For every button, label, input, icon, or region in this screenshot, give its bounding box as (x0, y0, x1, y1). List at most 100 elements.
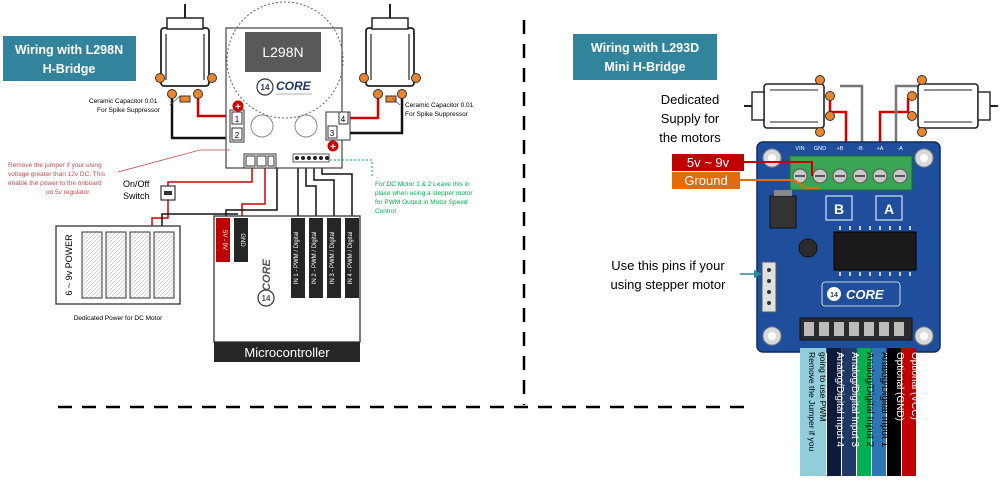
zoom-circle (226, 1, 344, 119)
svg-text:Dedicated: Dedicated (661, 92, 720, 107)
stepper-note: Use this pins if your using stepper moto… (611, 258, 727, 292)
svg-text:A: A (884, 201, 894, 217)
l293d-title-line1: Wiring with L293D (591, 41, 699, 55)
supply-note: Dedicated Supply for the motors (659, 92, 721, 145)
svg-text:the motors: the motors (659, 130, 721, 145)
svg-text:for PWM Output in Motor Speed: for PWM Output in Motor Speed (375, 199, 468, 206)
terminal-labels: VIN GND +B -B +A -A (795, 146, 903, 152)
svg-text:+B: +B (837, 146, 844, 152)
pin-label-strips: Optional (VCC) Optional (GND) Analog/Digit… (800, 348, 920, 476)
l298n-brand-logo: 14 CORE (256, 78, 312, 96)
pin-strip-label-3: Analog/Digital Input 1 (879, 352, 890, 448)
mcu-pin-in3: IN 3 - PWM / Digital (330, 232, 336, 285)
svg-text:VIN: VIN (795, 146, 804, 152)
svg-text:CORE: CORE (261, 258, 273, 290)
l293d-title-box: Wiring with L293D Mini H-Bridge (573, 34, 717, 80)
svg-text:voltage greater than 12v DC. T: voltage greater than 12v DC. This (8, 171, 106, 178)
svg-text:For Spike Suppressor: For Spike Suppressor (97, 107, 161, 114)
svg-text:CORE: CORE (846, 287, 884, 302)
svg-text:14: 14 (830, 292, 838, 299)
pin-strip-5 (842, 348, 856, 476)
capacitor-note-left: Ceramic Capacitor 0.01 For Spike Suppres… (89, 98, 161, 114)
svg-text:on 5v regulator: on 5v regulator (46, 189, 90, 196)
l298n-title-line1: Wiring with L298N (15, 43, 123, 57)
svg-text:+: + (235, 102, 241, 113)
l298n-chip-label: L298N (262, 44, 303, 60)
svg-text:B: B (834, 201, 844, 217)
svg-text:14: 14 (262, 294, 271, 303)
pwm-leader (330, 159, 373, 178)
battery-caption: Dedicated Power for DC Motor (74, 315, 163, 322)
mcu-pin-power: 5V - 9V (221, 230, 227, 250)
pwm-note: For DC Motor 1 & 2 Leave this in place w… (375, 181, 473, 215)
pin-strip-label-1: Optional (VCC) (909, 352, 920, 420)
jumper-leader (117, 149, 230, 173)
svg-text:Remove the jumper if your usin: Remove the jumper if your using (8, 162, 102, 169)
battery-pack: 6 ~ 9v POWER Dedicated Power for DC Moto… (55, 225, 181, 322)
pin-strip-3 (872, 348, 886, 476)
l298n-board: L298N 14 CORE 1 2 3 4 + + (225, 1, 351, 169)
svg-text:-B: -B (857, 146, 863, 152)
svg-text:Control: Control (375, 208, 397, 215)
mcu-pin-in2: IN 2 - PWM / Digital (312, 232, 318, 285)
svg-text:-A: -A (897, 146, 903, 152)
pin-strip-1 (902, 348, 916, 476)
svg-text:Ceramic Capacitor 0.01: Ceramic Capacitor 0.01 (89, 98, 158, 105)
svg-text:For Spike Suppressor: For Spike Suppressor (405, 111, 469, 118)
svg-text:Ceramic Capacitor 0.01: Ceramic Capacitor 0.01 (405, 102, 474, 109)
l298n-wires (151, 96, 404, 226)
svg-text:place when using a stepper mo: place when using a stepper motor (375, 190, 473, 197)
l293d-board: VIN GND +B -B +A -A B A (756, 141, 941, 353)
svg-text:5v ~ 9v: 5v ~ 9v (687, 155, 730, 170)
battery-label: 6 ~ 9v POWER (64, 234, 74, 296)
svg-text:For DC Motor 1 & 2 Leave this: For DC Motor 1 & 2 Leave this in (375, 181, 470, 188)
terminal-screws (792, 168, 908, 184)
switch-label-line2: Switch (123, 191, 150, 201)
svg-text:14: 14 (261, 83, 270, 92)
svg-text:Ground: Ground (684, 173, 727, 188)
terminal-3: 3 (330, 129, 335, 138)
svg-text:Use this pins if your: Use this pins if your (611, 258, 725, 273)
svg-text:Supply for: Supply for (661, 111, 720, 126)
l293d-motor-left (744, 75, 835, 137)
voltage-label: 5v ~ 9v (672, 154, 813, 176)
mcu-brand-logo: 14 CORE (257, 258, 275, 307)
pin-strip-label-7: going to use PWM (818, 352, 828, 421)
switch-label-line1: On/Off (123, 179, 150, 189)
svg-text:+: + (330, 142, 336, 153)
motor-left (155, 4, 217, 103)
capacitor-right (294, 114, 318, 138)
mcu-label: Microcontroller (244, 345, 330, 360)
on-off-switch: On/Off Switch (123, 179, 176, 201)
capacitor-left (250, 114, 274, 138)
pin-strip-label-2: Optional (GND) (894, 352, 905, 421)
svg-text:enable the power to the onboar: enable the power to the onboard (8, 180, 102, 187)
capacitor-note-right: Ceramic Capacitor 0.01 For Spike Suppres… (405, 102, 474, 118)
l298n-title-box: Wiring with L298N H-Bridge (3, 36, 136, 81)
pin-strip-label-5: Analog/Digital Input 3 (849, 352, 860, 448)
svg-text:+A: +A (877, 146, 884, 152)
terminal-4: 4 (341, 115, 346, 124)
terminal-1: 1 (235, 115, 240, 124)
pin-strip-label-7: Remove the Jumper if you (807, 352, 817, 451)
l293d-brand-logo: 14 CORE (821, 281, 901, 307)
pin-strip-label-6: Analog/Digital Input 4 (834, 352, 845, 448)
l293d-motor-right (907, 75, 998, 137)
motor-right (359, 4, 421, 103)
pin-strip-7 (800, 348, 826, 476)
pin-strip-6 (827, 348, 841, 476)
mcu-pin-in4: IN 4 - PWM / Digital (348, 232, 354, 285)
mcu-pin-gnd: GND (239, 233, 245, 247)
svg-text:CORE: CORE (276, 79, 312, 93)
l298n-title-line2: H-Bridge (43, 62, 96, 76)
svg-text:GND: GND (814, 146, 826, 152)
jumper-note: Remove the jumper if your using voltage … (8, 162, 106, 196)
svg-text:using stepper motor: using stepper motor (611, 277, 727, 292)
pin-strip-2 (887, 348, 901, 476)
l293d-title-line2: Mini H-Bridge (604, 60, 685, 74)
mcu-pin-in1: IN 1 - PWM / Digital (294, 232, 300, 285)
terminal-2: 2 (235, 131, 240, 140)
ground-label: Ground (672, 172, 820, 189)
